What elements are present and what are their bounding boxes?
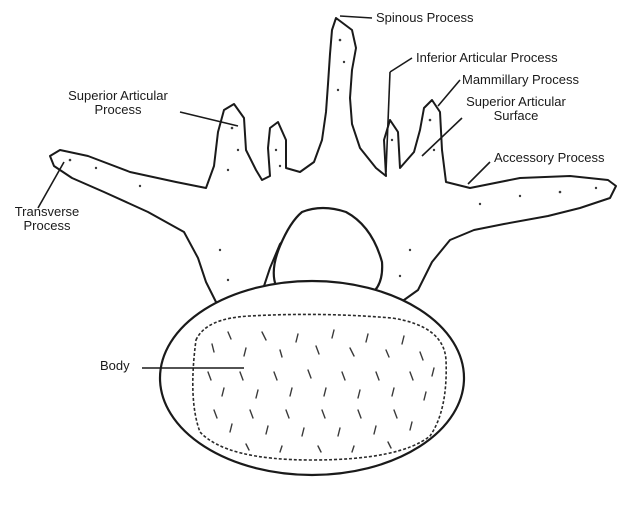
label-inferior-articular-process: Inferior Articular Process (416, 51, 558, 65)
label-spinous-process: Spinous Process (376, 11, 474, 25)
leader-transverse-process (38, 162, 64, 208)
leader-spinous-process (340, 16, 372, 18)
label-transverse-process: Transverse Process (8, 205, 86, 233)
leader-accessory-process (468, 162, 490, 184)
label-mammillary-process: Mammillary Process (462, 73, 579, 87)
label-superior-articular-surface: Superior Articular Surface (456, 95, 576, 123)
vertebral-body-inner (193, 314, 446, 460)
label-superior-articular-process: Superior Articular Process (48, 89, 188, 117)
leader-inferior-articular-process (390, 58, 412, 72)
label-accessory-process: Accessory Process (494, 151, 605, 165)
label-body: Body (100, 359, 130, 373)
